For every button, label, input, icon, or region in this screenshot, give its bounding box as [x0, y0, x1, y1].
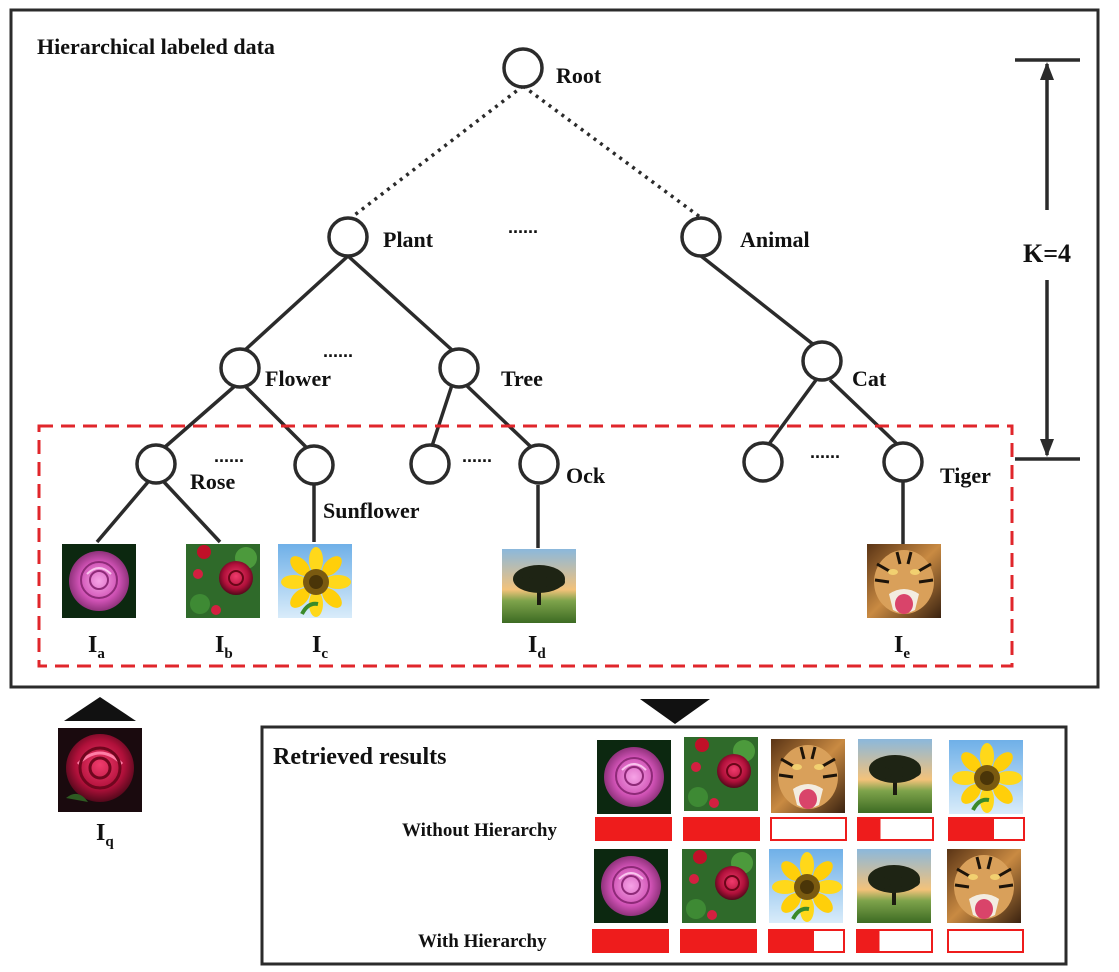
- node-tiger: [882, 441, 924, 483]
- leaf-highlight-box: [37, 424, 1014, 668]
- caption-ie: Ie: [894, 632, 910, 662]
- node-root: [502, 47, 544, 89]
- relevance-bar-fill: [596, 818, 671, 840]
- results-row-with: [593, 847, 1023, 925]
- relevance-bar-fill: [949, 818, 994, 840]
- result-image-sunflower: [767, 847, 845, 925]
- depth-label: K=4: [1023, 239, 1071, 268]
- relevance-bar-frame: [770, 817, 847, 841]
- image-id: [502, 549, 576, 623]
- caption-id: Id: [528, 632, 546, 662]
- result-image-tiger: [769, 737, 847, 815]
- ellipsis-rose: ......: [214, 446, 244, 466]
- caption-query: Iq: [96, 820, 114, 850]
- results-row-without: [596, 736, 1025, 816]
- edge-cat-tiger: [828, 378, 899, 446]
- edge-plant-flower: [243, 254, 350, 352]
- node-tree: [438, 347, 480, 389]
- image-ic: [276, 542, 354, 620]
- result-image-rose-bush: [681, 848, 757, 924]
- image-ib: [185, 543, 261, 619]
- result-image-tree: [858, 739, 932, 813]
- label-tiger: Tiger: [940, 463, 991, 488]
- label-tree: Tree: [501, 366, 543, 391]
- ellipsis-level2: ......: [323, 341, 353, 361]
- node-animal: [680, 216, 722, 258]
- caption-ib: Ib: [215, 632, 233, 662]
- relevance-bar-fill: [593, 930, 668, 952]
- relevance-bar-fill: [684, 818, 759, 840]
- results-title: Retrieved results: [273, 744, 447, 770]
- node-ock: [518, 443, 560, 485]
- results-arrow-icon: [640, 699, 710, 724]
- row-label-without: Without Hierarchy: [402, 820, 557, 841]
- image-ia: [61, 543, 137, 619]
- diagram-title: Hierarchical labeled data: [37, 34, 275, 59]
- caption-ia: Ia: [88, 632, 105, 662]
- edge-cat-left: [767, 378, 818, 446]
- label-flower: Flower: [265, 366, 331, 391]
- results-frame: [260, 725, 1068, 966]
- row-label-with: With Hierarchy: [418, 931, 547, 952]
- arrow-down-icon: [1040, 439, 1054, 457]
- edge-tree-ock: [464, 383, 532, 448]
- ellipsis-tree: ......: [462, 446, 492, 466]
- result-image-tiger: [945, 847, 1023, 925]
- edge-animal-cat: [699, 254, 816, 347]
- relevance-bars-with: [592, 929, 1024, 953]
- ellipsis-level1: ......: [508, 217, 538, 237]
- result-image-rose-bush: [683, 736, 759, 812]
- edge-root-animal: [521, 84, 702, 219]
- relevance-bars-without: [595, 817, 1025, 841]
- result-image-sunflower: [947, 738, 1025, 816]
- edge-rose-ia: [95, 480, 150, 544]
- ellipsis-cat: ......: [810, 442, 840, 462]
- relevance-bar-fill: [769, 930, 814, 952]
- label-ock: Ock: [566, 463, 606, 488]
- node-sunflower: [293, 444, 335, 486]
- result-image-pink-rose: [596, 739, 672, 815]
- node-flower: [219, 347, 261, 389]
- arrow-up-icon: [1040, 62, 1054, 80]
- query-image: [56, 726, 144, 814]
- edge-flower-rose: [163, 383, 238, 449]
- edge-tree-left: [430, 384, 454, 447]
- node-tree-leaf: [409, 443, 451, 485]
- label-sunflower: Sunflower: [323, 498, 420, 523]
- relevance-bar-fill: [681, 930, 756, 952]
- edge-plant-tree: [346, 254, 454, 352]
- hierarchy-frame: [9, 8, 1100, 689]
- edge-flower-sunflower: [242, 383, 308, 449]
- label-root: Root: [556, 63, 602, 88]
- label-plant: Plant: [383, 227, 434, 252]
- label-animal: Animal: [740, 227, 810, 252]
- node-rose: [135, 443, 177, 485]
- image-ie: [865, 542, 943, 620]
- relevance-bar-fill: [858, 818, 881, 840]
- label-cat: Cat: [852, 366, 887, 391]
- caption-ic: Ic: [312, 632, 328, 662]
- node-cat: [801, 340, 843, 382]
- node-cat-leaf: [742, 441, 784, 483]
- label-rose: Rose: [190, 469, 235, 494]
- query-arrow-icon: [64, 697, 136, 721]
- edge-root-plant: [350, 84, 525, 219]
- result-image-tree: [857, 849, 931, 923]
- depth-marker: K=4: [1015, 58, 1080, 461]
- edge-rose-ib: [162, 480, 222, 544]
- node-plant: [327, 216, 369, 258]
- result-image-pink-rose: [593, 848, 669, 924]
- relevance-bar-fill: [857, 930, 880, 952]
- relevance-bar-frame: [947, 929, 1024, 953]
